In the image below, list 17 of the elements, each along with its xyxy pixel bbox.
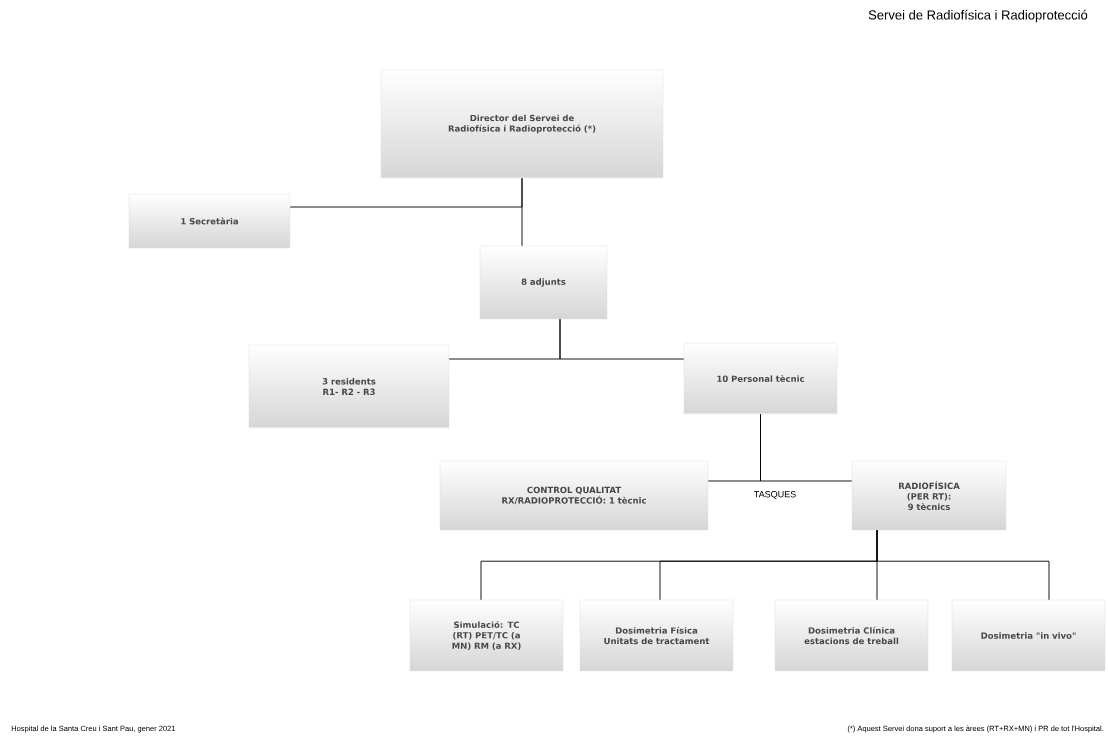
page-title: Servei de Radiofísica i Radioprotecció [868, 9, 1088, 23]
annotation-text: TASQUES [754, 491, 796, 499]
connector-line [559, 318, 685, 360]
org-box: CONTROL QUALITAT RX/RADIOPROTECCIÓ: 1 tècnic [439, 460, 709, 531]
org-box: Simulació: TC (RT) PET/TC (a MN) RM (a RX) [409, 599, 564, 672]
org-box: Director del Servei de Radiofísica i Radioprotecció (*) [380, 69, 664, 179]
org-box: 10 Personal tècnic [683, 342, 838, 415]
org-box: Dosimetria Clínica estacions de treball [774, 599, 929, 672]
org-box: 1 Secretària [128, 193, 291, 249]
connector-line [760, 413, 853, 482]
org-box: RADIOFÍSICA (PER RT): 9 tècnics [851, 460, 1007, 531]
org-box: 8 adjunts [479, 245, 608, 320]
org-box: Dosimetria "in vivo" [951, 599, 1106, 672]
connector-line [521, 177, 523, 247]
org-box: 3 residents R1- R2 - R3 [248, 344, 450, 429]
connector-line [876, 529, 1050, 601]
org-box: Dosimetria Física Unitats de tractament [579, 599, 734, 672]
